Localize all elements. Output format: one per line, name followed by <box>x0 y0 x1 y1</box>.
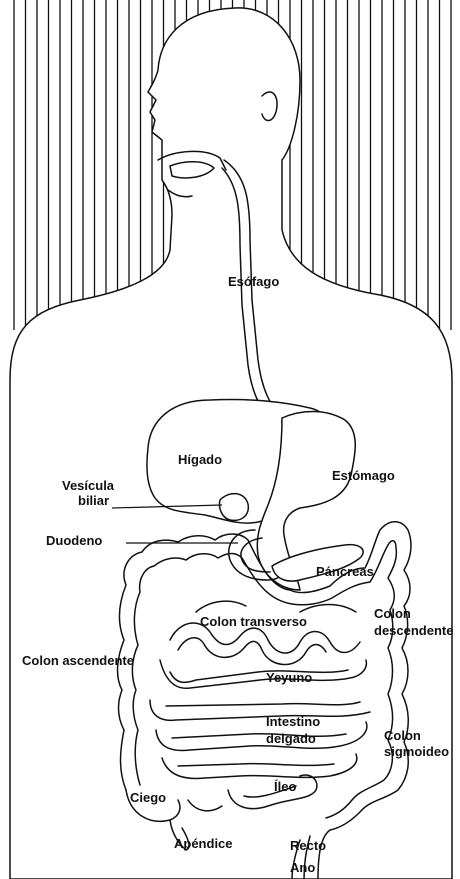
label-ciego: Ciego <box>130 790 166 805</box>
label-yeyuno: Yeyuno <box>266 670 312 685</box>
label-pancreas: Páncreas <box>316 564 374 579</box>
label-colon-transverso: Colon transverso <box>200 614 307 629</box>
label-colon-ascendente: Colon ascendente <box>22 653 134 668</box>
label-higado: Hígado <box>178 452 222 467</box>
label-ileo: Íleo <box>274 779 296 794</box>
label-intestino-1: Intestino <box>266 714 320 729</box>
label-colon-sigmoideo-1: Colon <box>384 728 421 743</box>
label-apendice: Apéndice <box>174 836 233 851</box>
label-colon-descendente-2: descendente <box>374 623 453 638</box>
label-colon-sigmoideo-2: sigmoideo <box>384 744 449 759</box>
label-ano: Ano <box>290 860 315 875</box>
label-vesicula-1: Vesícula <box>62 478 115 493</box>
label-recto: Recto <box>290 838 326 853</box>
label-colon-descendente-1: Colon <box>374 606 411 621</box>
label-duodeno: Duodeno <box>46 533 102 548</box>
label-esofago: Esófago <box>228 274 279 289</box>
label-vesicula-2: biliar <box>78 493 109 508</box>
gallbladder <box>219 494 248 521</box>
label-intestino-2: delgado <box>266 731 316 746</box>
label-estomago: Estómago <box>332 468 395 483</box>
